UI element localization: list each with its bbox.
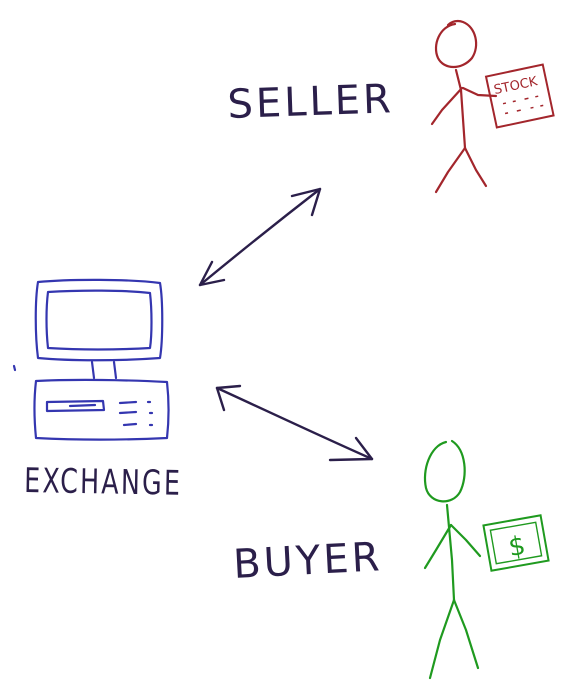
buyer-figure-icon: [423, 439, 482, 680]
dollar-bill-icon: $: [482, 514, 550, 572]
stock-certificate-label: STOCK: [493, 74, 540, 98]
dollar-sign: $: [506, 531, 528, 563]
seller-exchange-arrow: [198, 187, 322, 287]
exchange-label: EXCHANGE: [24, 461, 183, 504]
stock-certificate-icon: STOCK: [484, 63, 555, 129]
buyer-exchange-arrow: [215, 384, 374, 462]
seller-figure-icon: [430, 19, 498, 194]
exchange-computer-icon: [12, 278, 170, 441]
seller-label: SELLER: [227, 76, 395, 128]
buyer-label: BUYER: [232, 534, 383, 588]
